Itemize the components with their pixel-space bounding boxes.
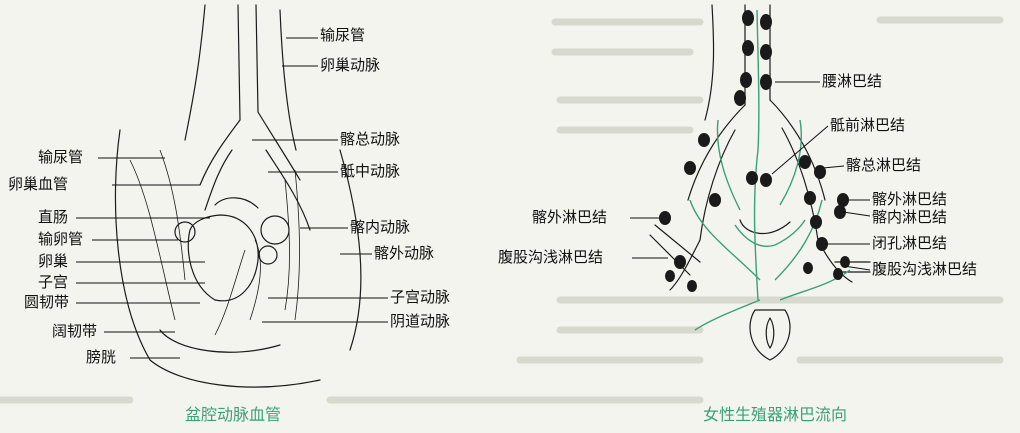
label-superficial-inguinal-nodes-left: 腹股沟浅淋巴结: [498, 248, 604, 266]
label-broad-ligament: 阔韧带: [52, 322, 98, 340]
left-leader-lines: [76, 37, 388, 359]
label-fallopian-tube: 输卵管: [38, 230, 84, 248]
label-ureter-left: 输尿管: [38, 148, 84, 166]
caption-pelvic-arteries: 盆腔动脉血管: [185, 405, 282, 424]
lymph-flow-drawing: [649, 4, 871, 361]
label-lumbar-nodes: 腰淋巴结: [822, 72, 883, 90]
label-internal-iliac-artery: 髂内动脉: [350, 218, 411, 236]
label-ureter-top: 输尿管: [320, 26, 366, 44]
label-uterine-artery: 子宫动脉: [390, 288, 451, 306]
label-internal-iliac-nodes: 髂内淋巴结: [872, 208, 948, 226]
label-rectum: 直肠: [38, 208, 69, 226]
label-ovarian-vessels: 卵巢血管: [8, 175, 69, 193]
pelvic-arteries-drawing: [114, 4, 362, 388]
label-external-iliac-nodes-left: 髂外淋巴结: [532, 208, 608, 226]
caption-lymph-flow: 女性生殖器淋巴流向: [703, 405, 848, 424]
label-common-iliac-nodes: 髂总淋巴结: [846, 156, 922, 174]
label-external-iliac-nodes-right: 髂外淋巴结: [872, 190, 948, 208]
label-obturator-nodes: 闭孔淋巴结: [872, 234, 948, 252]
label-ovary: 卵巢: [38, 252, 69, 270]
label-median-sacral-artery: 骶中动脉: [340, 162, 401, 180]
right-leader-lines: [630, 81, 871, 271]
label-ovarian-artery: 卵巢动脉: [320, 56, 381, 74]
label-common-iliac-artery: 髂总动脉: [340, 130, 401, 148]
label-external-iliac-artery: 髂外动脉: [374, 244, 435, 262]
label-round-ligament: 圆韧带: [24, 293, 70, 311]
lymph-nodes: [659, 10, 850, 292]
label-vaginal-artery: 阴道动脉: [390, 312, 451, 330]
label-superficial-inguinal-nodes-right: 腹股沟浅淋巴结: [872, 260, 978, 278]
label-presacral-nodes: 骶前淋巴结: [830, 116, 906, 134]
label-uterus: 子宫: [38, 273, 69, 291]
label-bladder: 膀胱: [86, 348, 117, 366]
